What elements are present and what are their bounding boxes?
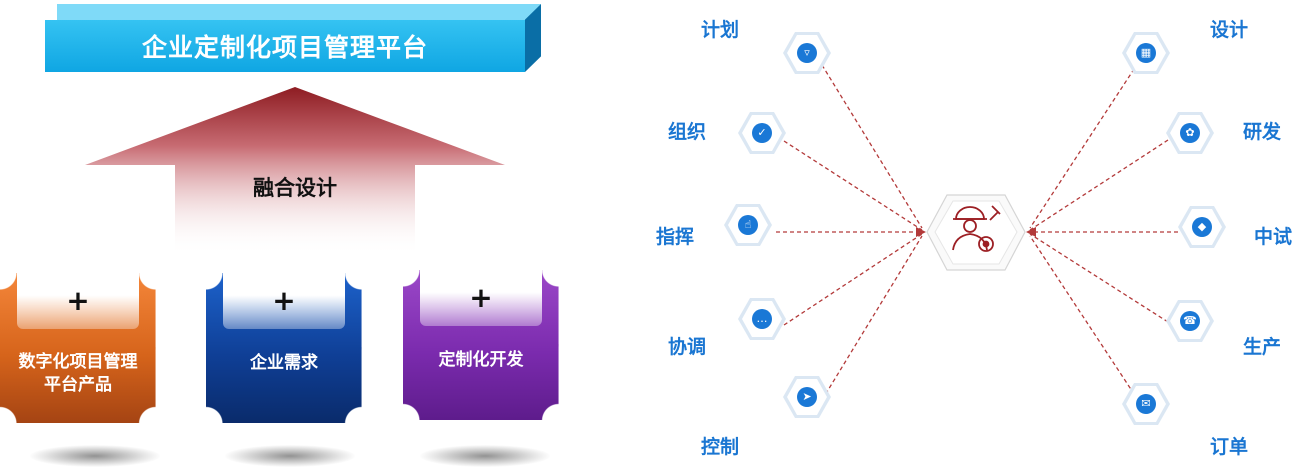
node-organize: ✓ [738,112,786,154]
node-label-order: 订单 [1210,436,1249,458]
cube-icon: ◆ [1192,217,1212,237]
connector-line [783,233,923,326]
node-label-command: 指挥 [656,226,695,248]
fusion-arrow [85,87,505,255]
pillar-label: 定制化开发 [438,349,524,370]
connector-line [1029,139,1169,231]
paw-icon: ✿ [1180,123,1200,143]
node-control: ➤ [783,376,831,418]
node-design: ▦ [1122,32,1170,74]
pillar-label: 企业需求 [250,352,318,373]
connector-line [821,64,923,229]
node-label-organize: 组织 [668,121,707,143]
plus-icon: + [223,273,345,329]
pillar-enterprise-needs: + 企业需求 [206,273,362,423]
paper-plane-icon: ➤ [797,387,817,407]
node-rnd: ✿ [1166,112,1214,154]
chat-bubble-icon: … [752,309,772,329]
node-label-plan: 计划 [701,19,740,41]
node-command: ☝ [724,204,772,246]
connector-line [783,140,923,231]
pointer-hand-icon: ☝ [738,215,758,235]
banner-title: 企业定制化项目管理平台 [141,33,428,62]
connector-line [1029,235,1139,401]
engineer-gear-icon [952,205,1001,252]
node-order: ✉ [1122,383,1170,425]
pillar-shadow [420,445,550,467]
arrowhead [1026,227,1036,237]
pillar-label: 数字化项目管理平台产品 [18,352,138,395]
node-label-rnd: 研发 [1243,121,1282,143]
calendar-icon: ▦ [1136,43,1156,63]
envelope-icon: ✉ [1136,394,1156,414]
pillar-shadow [30,445,160,467]
node-label-production: 生产 [1243,336,1282,358]
banner-top-face [57,4,541,20]
plus-icon: + [17,273,139,329]
platform-banner: 企业定制化项目管理平台 [45,20,525,72]
node-label-pilot: 中试 [1254,226,1293,248]
node-coordinate: … [738,298,786,340]
arrow-label: 融合设计 [253,176,337,200]
stamp-icon: ▿ [797,43,817,63]
pillar-digital-platform: + 数字化项目管理平台产品 [0,273,156,423]
arrowhead [916,227,926,237]
node-production: ☎ [1166,300,1214,342]
phone-icon: ☎ [1180,311,1200,331]
connector-line [821,235,923,401]
node-plan: ▿ [783,32,831,74]
pillar-shadow [225,445,355,467]
node-label-design: 设计 [1210,19,1249,41]
banner-side-face [525,4,541,72]
plus-icon: + [420,270,542,326]
compass-icon: ✓ [752,123,772,143]
node-pilot: ◆ [1178,206,1226,248]
node-label-control: 控制 [701,436,740,458]
hub-hexagon [926,194,1026,271]
connector-line [1029,62,1139,229]
node-label-coordinate: 协调 [668,336,707,358]
pillar-custom-dev: + 定制化开发 [403,270,559,420]
connector-line [1029,233,1169,323]
